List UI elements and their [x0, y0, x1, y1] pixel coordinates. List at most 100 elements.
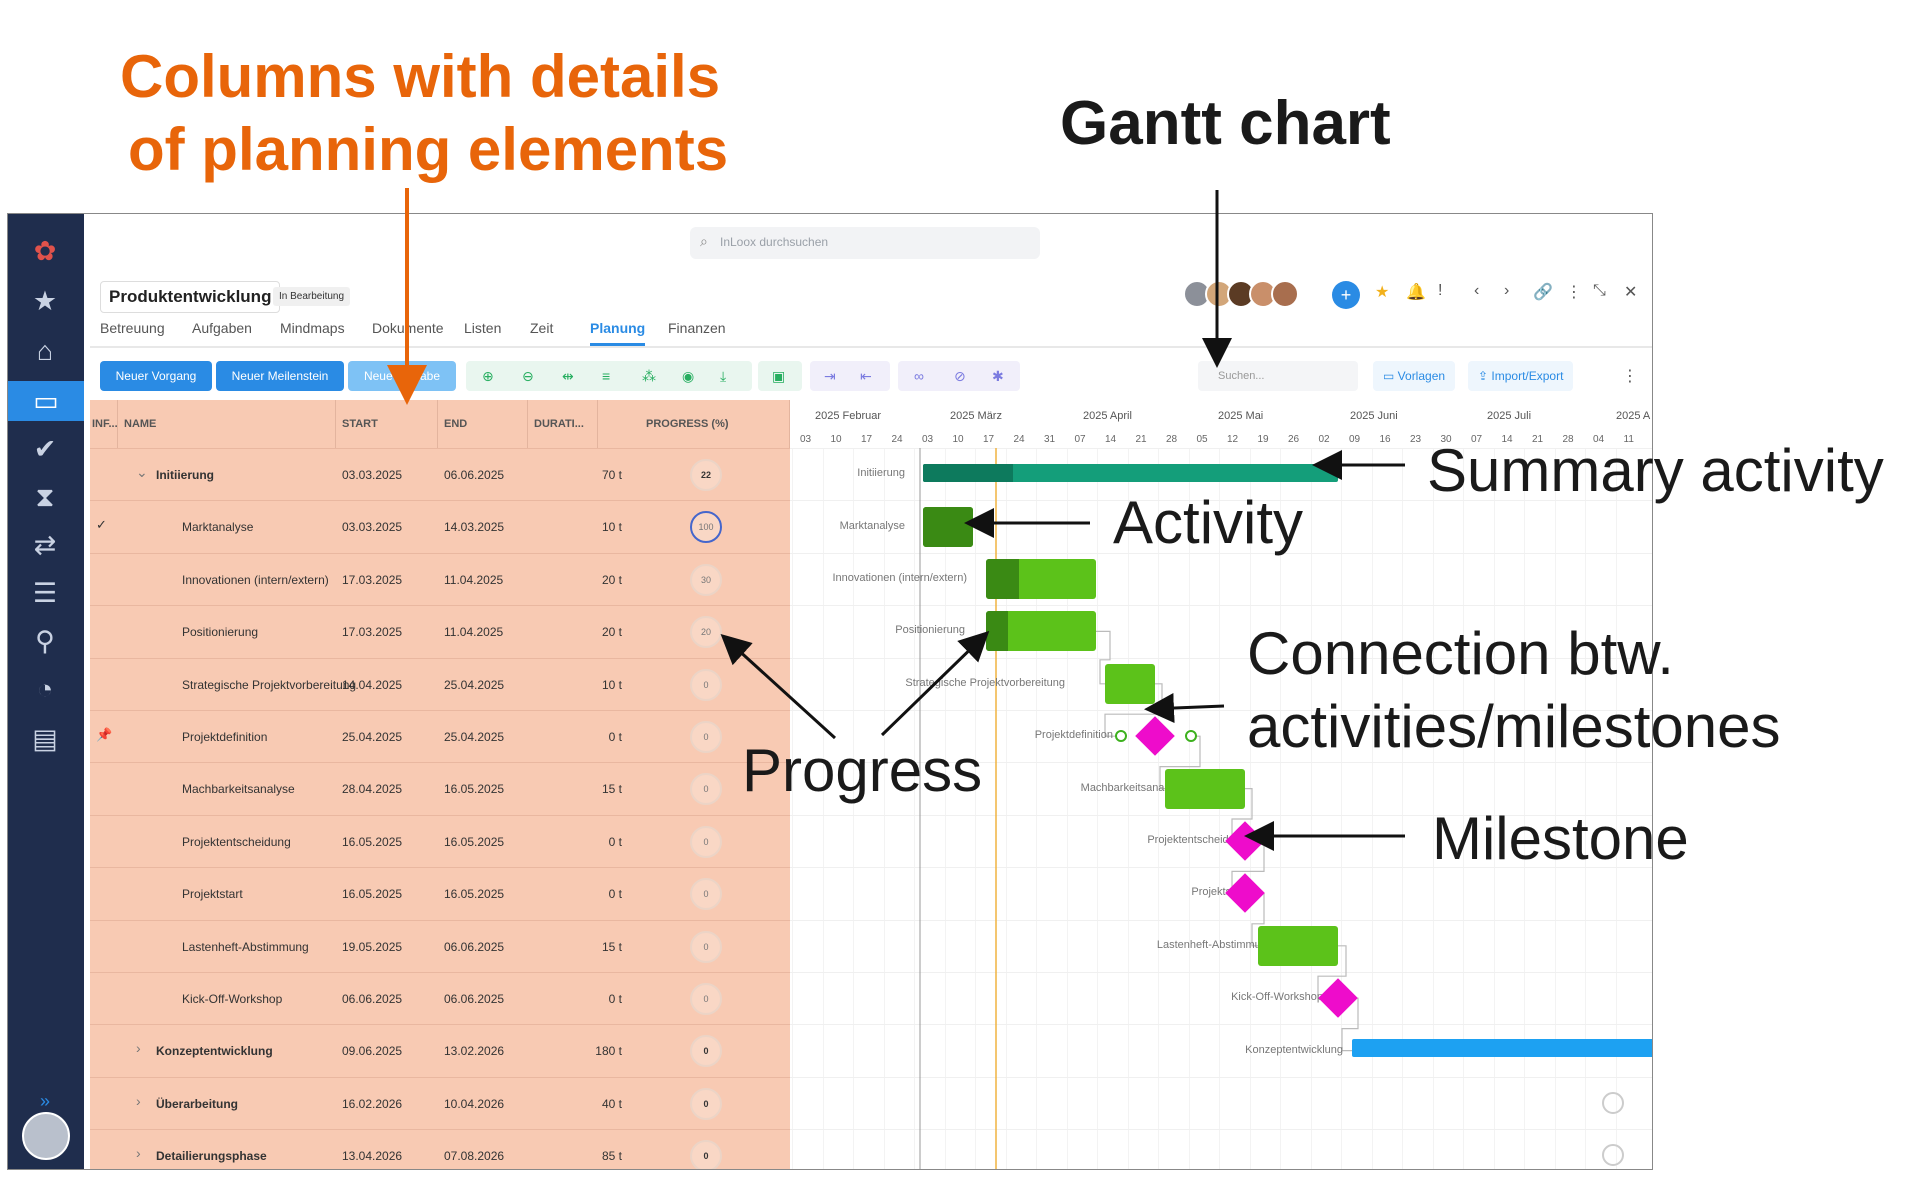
import-export-button[interactable]: ⇪ Import/Export [1468, 361, 1574, 391]
activity-bar[interactable] [923, 506, 973, 547]
global-search-input[interactable]: ⌕ InLoox durchsuchen [690, 227, 1040, 259]
templates-button[interactable]: ▭ Vorlagen [1373, 361, 1456, 391]
tab-dokumente[interactable]: Dokumente [372, 320, 444, 336]
new-milestone-button[interactable]: Neuer Meilenstein [216, 361, 344, 391]
document-icon[interactable]: ▤ [32, 723, 58, 754]
tab-listen[interactable]: Listen [464, 320, 502, 336]
star-icon[interactable]: ★ [32, 285, 58, 316]
unlink-icon[interactable]: ⊘ [954, 368, 966, 384]
row-end: 16.05.2025 [444, 782, 505, 797]
tab-aufgaben[interactable]: Aufgaben [192, 320, 252, 336]
column-header-info[interactable]: INF... [90, 400, 118, 448]
star-icon[interactable]: ★ [1375, 284, 1390, 301]
tab-mindmaps[interactable]: Mindmaps [280, 320, 345, 336]
avatar[interactable] [1183, 280, 1211, 308]
confirm-icon[interactable]: ◉ [682, 368, 695, 384]
tab-betreuung[interactable]: Betreuung [100, 320, 165, 336]
column-header-name[interactable]: NAME [118, 400, 336, 448]
activity-bar[interactable] [1258, 925, 1338, 966]
chart-icon[interactable]: ◔ [36, 673, 54, 704]
new-task-button[interactable]: Neue Aufgabe [348, 361, 456, 391]
indent-icon[interactable]: ⇥ [824, 368, 836, 384]
activity-bar[interactable] [986, 611, 1096, 652]
transfer-icon[interactable]: ⇄ [33, 529, 57, 560]
timeline-month: 2025 Mai [1218, 410, 1264, 422]
status-badge[interactable]: In Bearbeitung [273, 287, 351, 306]
collapse-icon[interactable]: ⤡ [1593, 282, 1606, 299]
download-icon[interactable]: ⤓ [720, 368, 727, 384]
logo-icon[interactable]: ✿ [33, 235, 57, 266]
outline-icon[interactable]: ≡ [602, 368, 611, 384]
chevron-left-icon[interactable]: ‹ [1474, 282, 1480, 299]
expander-chevron-icon[interactable]: › [136, 1092, 141, 1109]
alert-icon[interactable]: ! [1438, 282, 1443, 299]
contacts-icon[interactable]: ☰ [32, 577, 58, 608]
summary-bar[interactable] [923, 464, 1338, 483]
add-member-button[interactable]: + [1332, 281, 1360, 309]
user-icon[interactable]: ⚲ [35, 625, 55, 656]
column-header-progress[interactable]: PROGRESS (%) [598, 400, 790, 448]
scroll-to-icon[interactable] [1602, 1092, 1624, 1114]
more-icon[interactable]: ⋮ [1622, 368, 1638, 385]
expand-sidebar-icon[interactable]: » [39, 1091, 50, 1111]
hourglass-icon[interactable]: ⧗ [35, 481, 55, 512]
expander-chevron-icon[interactable]: ⌄ [136, 464, 148, 480]
new-process-button[interactable]: Neuer Vorgang [100, 361, 212, 391]
connection-handle[interactable] [1185, 730, 1197, 743]
user-avatar[interactable] [22, 1112, 70, 1160]
tab-planung[interactable]: Planung [590, 320, 646, 346]
grid-line [1066, 448, 1068, 1169]
network-icon[interactable]: ⁂ [642, 368, 656, 384]
column-header-start[interactable]: START [336, 400, 438, 448]
timeline-week: 14 [1105, 434, 1117, 445]
activity-bar[interactable] [986, 559, 1096, 599]
column-header-duration[interactable]: DURATI... [528, 400, 598, 448]
tab-finanzen[interactable]: Finanzen [668, 320, 726, 336]
avatar[interactable] [1271, 280, 1299, 308]
link-icon[interactable]: 🔗 [1533, 284, 1553, 301]
scroll-to-icon[interactable] [1602, 1144, 1624, 1167]
chevron-right-icon[interactable]: › [1504, 282, 1510, 299]
timeline-month: 2025 März [950, 410, 1002, 422]
activity-bar[interactable] [1165, 768, 1245, 809]
bell-icon[interactable]: 🔔 [1406, 284, 1426, 301]
connection-handle[interactable] [1115, 730, 1127, 743]
expander-chevron-icon[interactable]: › [136, 1145, 141, 1162]
summary-bar[interactable] [1352, 1038, 1652, 1057]
dependency-connector [1096, 630, 1111, 685]
projects-icon[interactable]: ▭ [8, 381, 84, 421]
more-icon[interactable]: ⋮ [1566, 284, 1582, 301]
column-header-end[interactable]: END [438, 400, 528, 448]
activity-bar[interactable] [1105, 663, 1155, 704]
tab-zeit[interactable]: Zeit [530, 320, 554, 336]
close-icon[interactable]: ✕ [1624, 284, 1638, 301]
zoom-in-icon[interactable]: ⊕ [482, 368, 494, 384]
fit-icon[interactable]: ⇹ [562, 368, 574, 384]
home-icon[interactable]: ⌂ [36, 335, 54, 366]
expander-chevron-icon[interactable]: › [136, 1040, 141, 1057]
outdent-icon[interactable]: ⇤ [860, 368, 872, 384]
link-icon[interactable]: ∞ [914, 368, 924, 384]
gantt-search-input[interactable]: Suchen... [1198, 361, 1358, 391]
row-divider [790, 867, 1652, 869]
check-icon[interactable]: ✔ [33, 433, 57, 464]
progress-indicator: 0 [690, 1035, 722, 1068]
zoom-out-icon[interactable]: ⊖ [522, 368, 534, 384]
avatar[interactable] [1205, 280, 1233, 308]
unpin-icon[interactable]: ✱ [992, 368, 1004, 384]
panel-icon[interactable]: ▣ [772, 368, 786, 384]
